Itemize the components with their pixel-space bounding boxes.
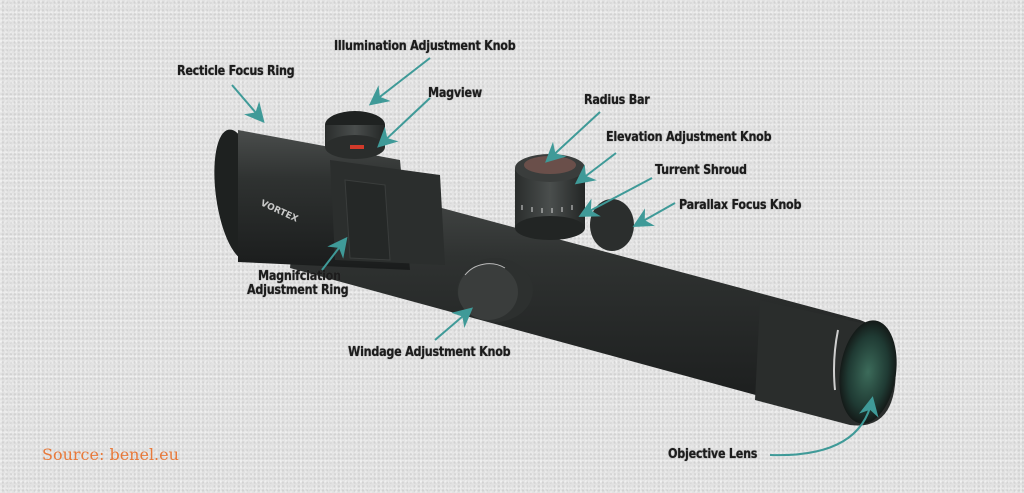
- label-windage-adjustment-knob: Windage Adjustment Knob: [348, 345, 511, 360]
- label-illumination-adjustment-knob: Illumination Adjustment Knob: [334, 39, 516, 54]
- magview-red-marker: [350, 145, 364, 149]
- source-credit: Source: benel.eu: [42, 445, 179, 464]
- label-objective-lens: Objective Lens: [668, 447, 758, 462]
- objective-lens: [839, 320, 897, 424]
- label-magview: Magview: [428, 86, 482, 101]
- label-magnification-line1: Magnifciation: [258, 269, 341, 284]
- label-reticle-focus-ring: Recticle Focus Ring: [177, 64, 295, 79]
- label-elevation-adjustment-knob: Elevation Adjustment Knob: [606, 130, 772, 145]
- label-radius-bar: Radius Bar: [584, 93, 650, 108]
- label-magnification-line2: Adjustment Ring: [247, 283, 349, 298]
- parallax-knob: [590, 199, 634, 251]
- label-turret-shroud: Turrent Shroud: [655, 163, 747, 178]
- label-parallax-focus-knob: Parallax Focus Knob: [679, 198, 802, 213]
- callout-arrows: [231, 57, 879, 457]
